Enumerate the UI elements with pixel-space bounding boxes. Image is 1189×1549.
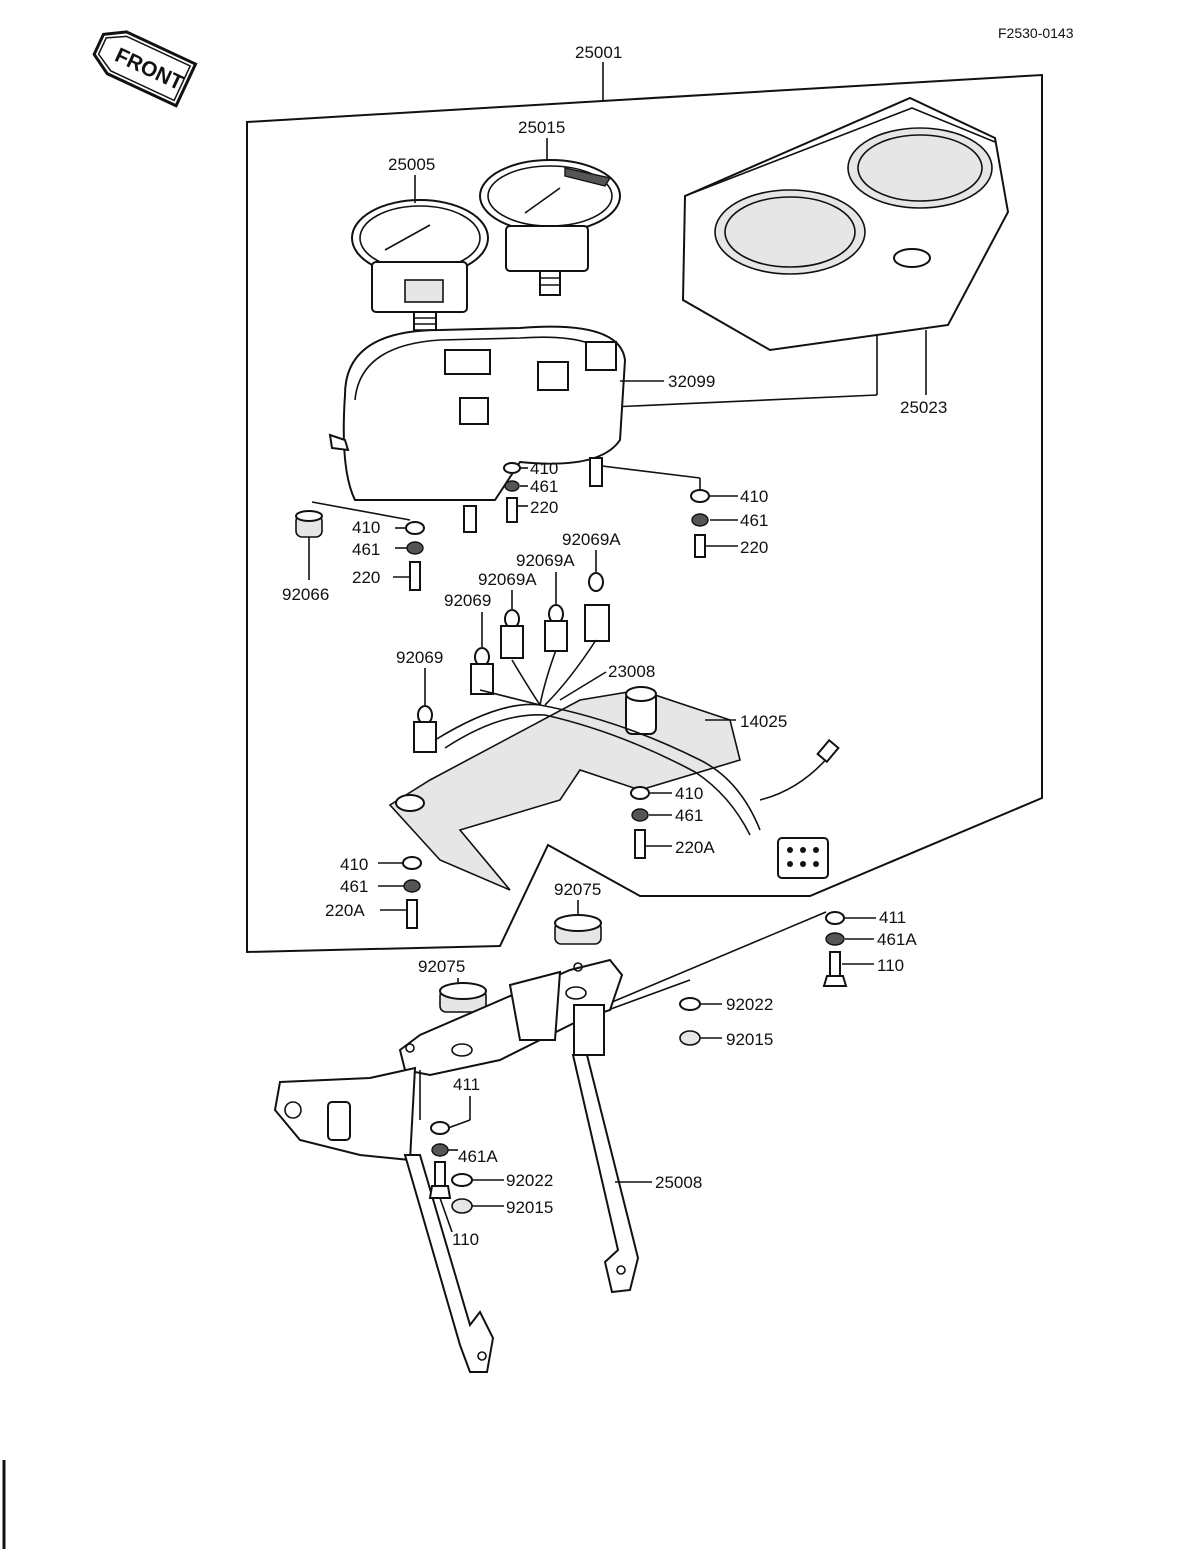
fastener-set-center [503,462,521,523]
label-410-b: 410 [740,487,768,506]
label-410-c: 410 [352,518,380,537]
assembly-boundary [246,73,1043,954]
meter-case [328,325,627,533]
label-25023: 25023 [900,398,947,417]
label-25005: 25005 [388,155,435,174]
label-220-a: 220 [530,498,558,517]
label-14025: 14025 [740,712,787,731]
nut-92015-a [679,1030,701,1046]
label-461A-b: 461A [458,1147,498,1166]
label-92022-b: 92022 [506,1171,553,1190]
label-461A-a: 461A [877,930,917,949]
label-220-b: 220 [740,538,768,557]
grommet-92075-b [439,982,487,1013]
speedometer-gauge [479,159,621,296]
label-220A-a: 220A [675,838,715,857]
label-92069A-1: 92069A [562,530,621,549]
label-410-a: 410 [530,459,558,478]
fastener-set-right [690,489,710,558]
grommet-92066 [295,510,323,538]
meter-bracket [273,958,640,1373]
grommet-92075-a [554,914,602,945]
bulb-socket-1 [413,705,437,753]
fastener-set-bracket-right [822,911,848,987]
front-direction-badge: FRONT [92,30,198,108]
fastener-set-base-right [630,786,650,859]
label-92069-2: 92069 [396,648,443,667]
label-92015-a: 92015 [726,1030,773,1049]
label-32099: 32099 [668,372,715,391]
fastener-set-base-left [402,856,422,929]
diagram-code: F2530-0143 [998,25,1074,41]
label-220A-b: 220A [325,901,365,920]
label-25001: 25001 [575,43,622,62]
label-92075-a: 92075 [554,880,601,899]
label-23008: 23008 [608,662,655,681]
label-25015: 25015 [518,118,565,137]
label-110-a: 110 [877,956,904,975]
label-92069A-2: 92069A [516,551,575,570]
label-410-e: 410 [340,855,368,874]
bulb-socket-2 [470,647,494,695]
bulb-socket-3 [500,609,524,659]
label-25008: 25008 [655,1173,702,1192]
fastener-set-left [405,521,425,591]
fastener-set-bracket-bottom [428,1121,473,1214]
label-461-a: 461 [530,477,558,496]
label-461-b: 461 [740,511,768,530]
bulb-socket-5 [584,572,610,642]
meter-cover [681,96,1010,352]
label-110-b: 110 [452,1230,479,1249]
wire-harness [434,639,840,879]
label-461-e: 461 [340,877,368,896]
bulb-socket-4 [544,604,568,652]
label-92075-b: 92075 [418,957,465,976]
washer-92022-a [679,997,701,1011]
label-461-d: 461 [675,806,703,825]
label-410-d: 410 [675,784,703,803]
label-92069-1: 92069 [444,591,491,610]
label-461-c: 461 [352,540,380,559]
label-92022-a: 92022 [726,995,773,1014]
label-92066: 92066 [282,585,329,604]
label-220-c: 220 [352,568,380,587]
tachometer-gauge [351,199,489,337]
label-92069A-3: 92069A [478,570,537,589]
label-92015-b: 92015 [506,1198,553,1217]
label-411-b: 411 [453,1075,480,1094]
label-411-a: 411 [879,908,906,927]
